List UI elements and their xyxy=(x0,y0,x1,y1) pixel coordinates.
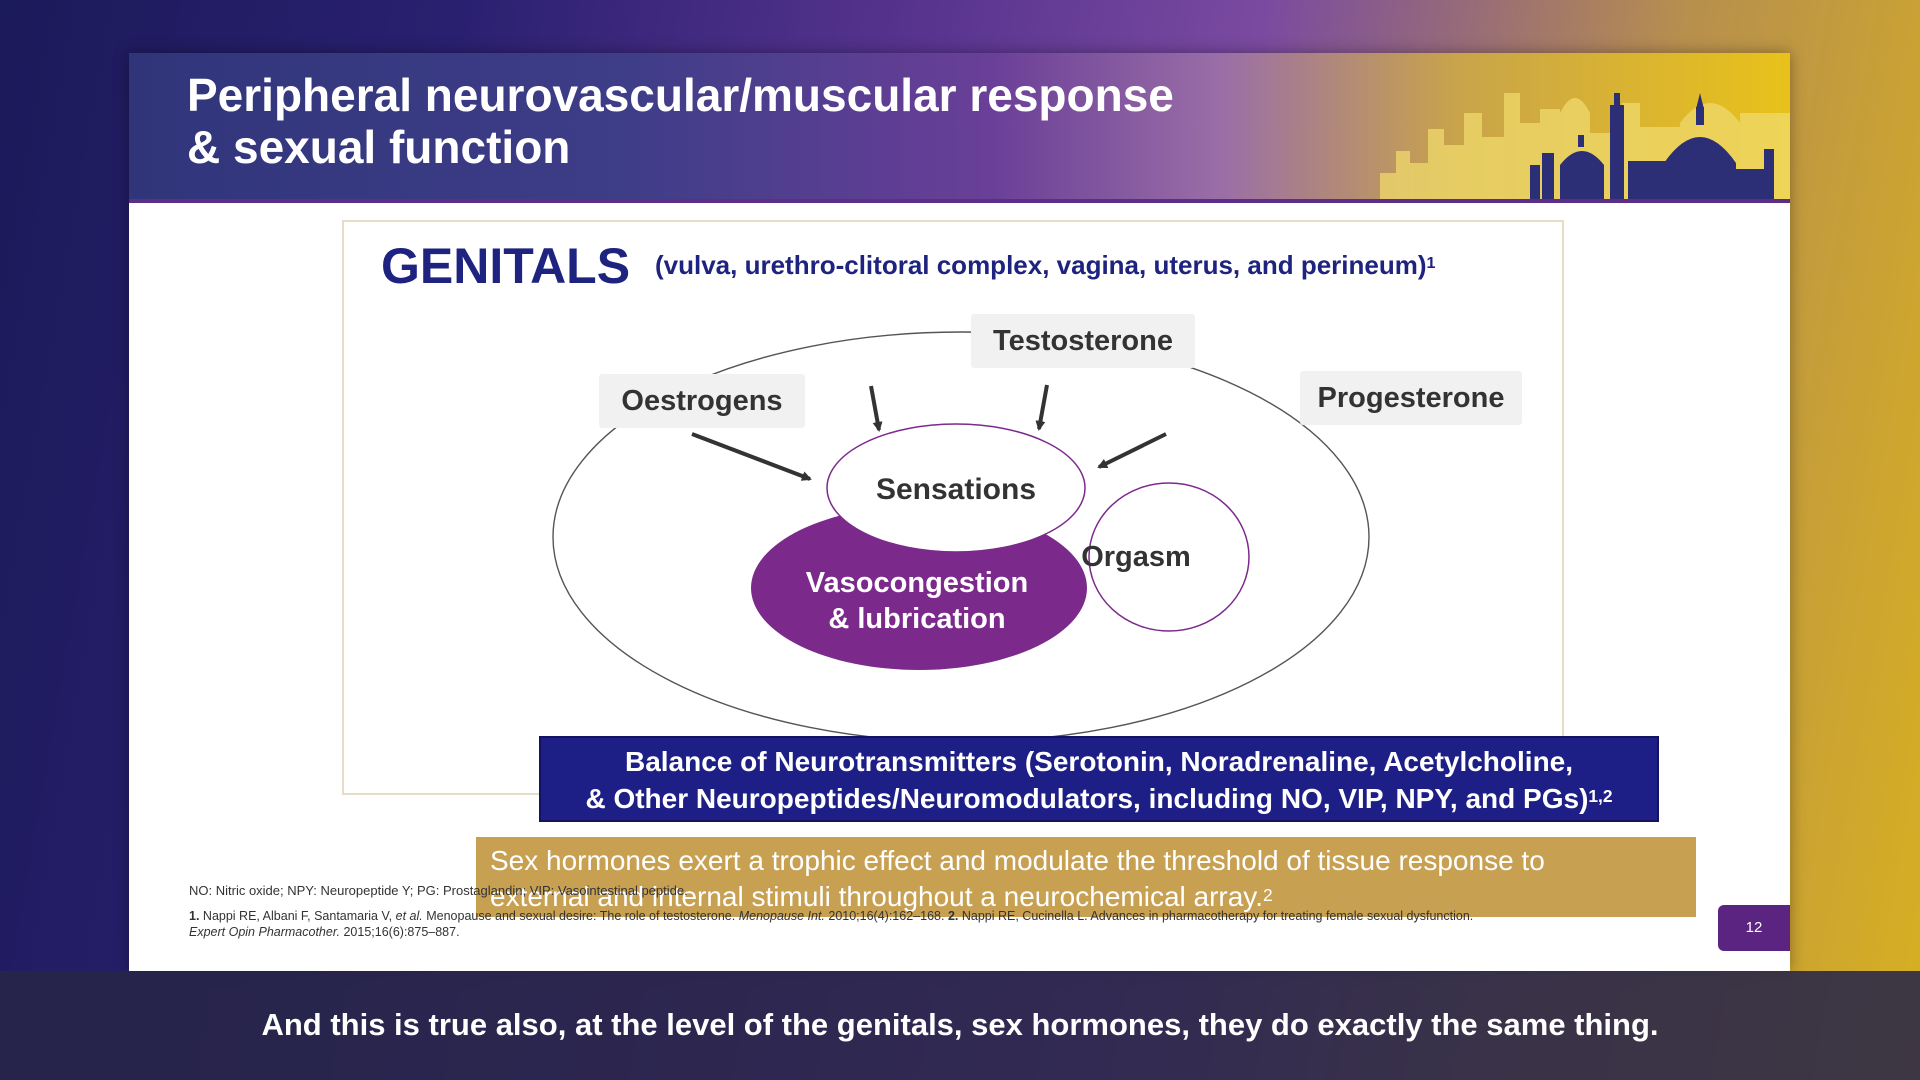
vasocongestion-label-line-1: Vasocongestion xyxy=(806,567,1028,599)
title-line-2: & sexual function xyxy=(187,121,571,173)
arrow-oestrogens xyxy=(691,432,812,481)
neurotransmitters-box: Balance of Neurotransmitters (Serotonin,… xyxy=(539,736,1659,822)
genitals-panel: Sensations Vasocongestion & lubrication … xyxy=(342,220,1564,795)
testosterone-label: Testosterone xyxy=(971,314,1195,368)
abbreviations-footnote: NO: Nitric oxide; NPY: Neuropeptide Y; P… xyxy=(189,883,688,898)
ref-2-text: Nappi RE, Cucinella L. Advances in pharm… xyxy=(961,909,1474,923)
genitals-diagram: Sensations Vasocongestion & lubrication … xyxy=(552,331,1370,743)
ref-1-authors: Nappi RE, Albani F, Santamaria V, xyxy=(202,909,393,923)
subtitle-text: And this is true also, at the level of t… xyxy=(261,1007,1659,1042)
orgasm-circle xyxy=(1088,482,1250,632)
ref-1-number: 1. xyxy=(189,909,200,923)
trophic-effect-box: Sex hormones exert a trophic effect and … xyxy=(476,837,1696,917)
neurotransmitters-line-1: Balance of Neurotransmitters (Serotonin,… xyxy=(624,746,1574,777)
oestrogens-label: Oestrogens xyxy=(599,374,805,428)
orgasm-label: Orgasm xyxy=(1081,541,1191,573)
ref-2-journal: Expert Opin Pharmacother. xyxy=(189,925,340,939)
progesterone-label: Progesterone xyxy=(1300,371,1522,425)
arrow-progesterone xyxy=(1097,432,1167,469)
neurotransmitters-ref: 1,2 xyxy=(1588,786,1613,806)
page-number-badge: 12 xyxy=(1718,905,1790,951)
ref-1-citation: 2010;16(4):162–168. xyxy=(828,909,945,923)
slide-title: Peripheral neurovascular/muscular respon… xyxy=(187,69,1174,173)
trophic-line-1: Sex hormones exert a trophic effect and … xyxy=(490,845,1545,876)
arrow-testosterone-right xyxy=(1035,384,1049,431)
genitals-subtitle: (vulva, urethro-clitoral complex, vagina… xyxy=(655,248,1435,282)
sensations-label: Sensations xyxy=(876,473,1036,506)
title-line-1: Peripheral neurovascular/muscular respon… xyxy=(187,69,1174,121)
vasocongestion-label-line-2: & lubrication xyxy=(828,603,1005,635)
sensations-ellipse xyxy=(826,423,1086,553)
genitals-title: GENITALS xyxy=(381,238,631,294)
genitals-subtitle-ref: 1 xyxy=(1426,254,1436,272)
slide: Peripheral neurovascular/muscular respon… xyxy=(129,53,1790,971)
trophic-ref: 2 xyxy=(1263,885,1273,905)
slide-header: Peripheral neurovascular/muscular respon… xyxy=(129,53,1790,203)
neurotransmitters-line-2: & Other Neuropeptides/Neuromodulators, i… xyxy=(585,783,1589,814)
ref-1-etal: et al. xyxy=(395,909,423,923)
references: 1. Nappi RE, Albani F, Santamaria V, et … xyxy=(189,908,1689,940)
genitals-subtitle-text: (vulva, urethro-clitoral complex, vagina… xyxy=(655,250,1427,280)
ref-1-title: Menopause and sexual desire: The role of… xyxy=(426,909,736,923)
ref-2-number: 2. xyxy=(947,909,959,923)
arrow-testosterone-left xyxy=(869,385,883,432)
trophic-line-2: external and internal stimuli throughout… xyxy=(490,881,1264,912)
ref-1-journal: Menopause Int. xyxy=(738,909,825,923)
city-skyline-graphic xyxy=(1380,93,1790,203)
ref-2-citation: 2015;16(6):875–887. xyxy=(343,925,460,939)
subtitle-bar: And this is true also, at the level of t… xyxy=(0,971,1920,1080)
